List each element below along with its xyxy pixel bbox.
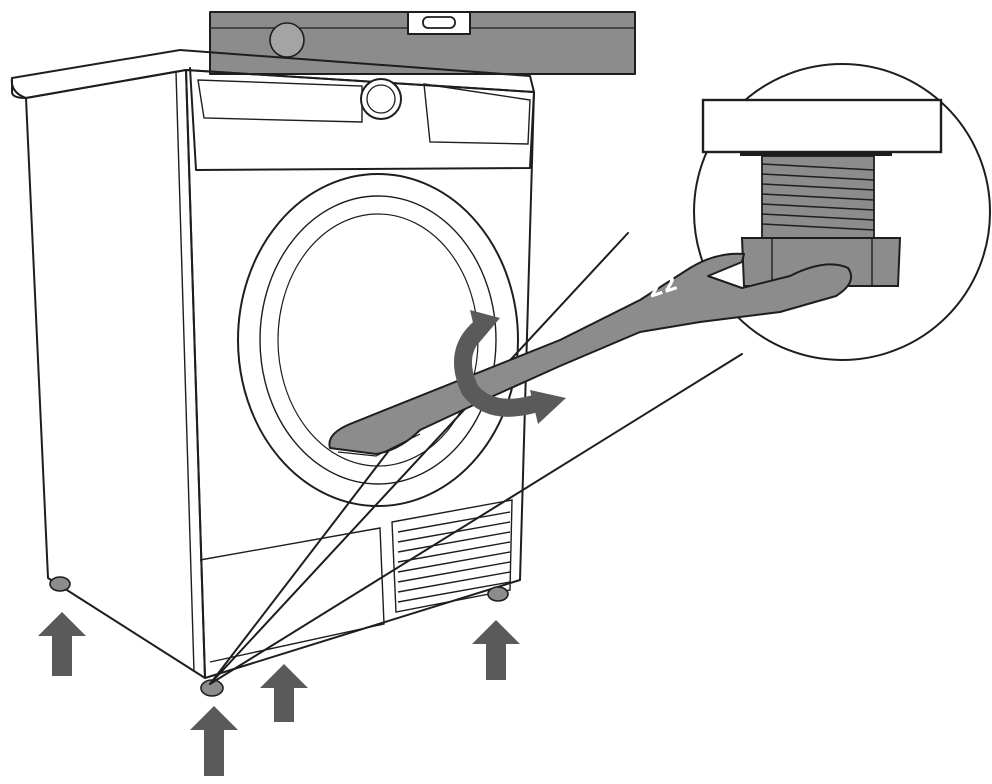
magnified-foot xyxy=(701,98,943,287)
up-arrow-back-right xyxy=(472,620,520,680)
vent-grille xyxy=(391,499,513,613)
up-arrow-front-middle xyxy=(260,664,308,722)
foot-left-back xyxy=(49,576,71,592)
dryer xyxy=(10,49,535,697)
foot-right-back xyxy=(487,586,509,602)
up-arrow-back-left xyxy=(38,612,86,676)
up-arrow-icon xyxy=(38,612,520,776)
spirit-level-icon xyxy=(209,11,636,75)
rotate-arrow-icon xyxy=(454,310,566,424)
up-arrow-front-left xyxy=(190,706,238,776)
